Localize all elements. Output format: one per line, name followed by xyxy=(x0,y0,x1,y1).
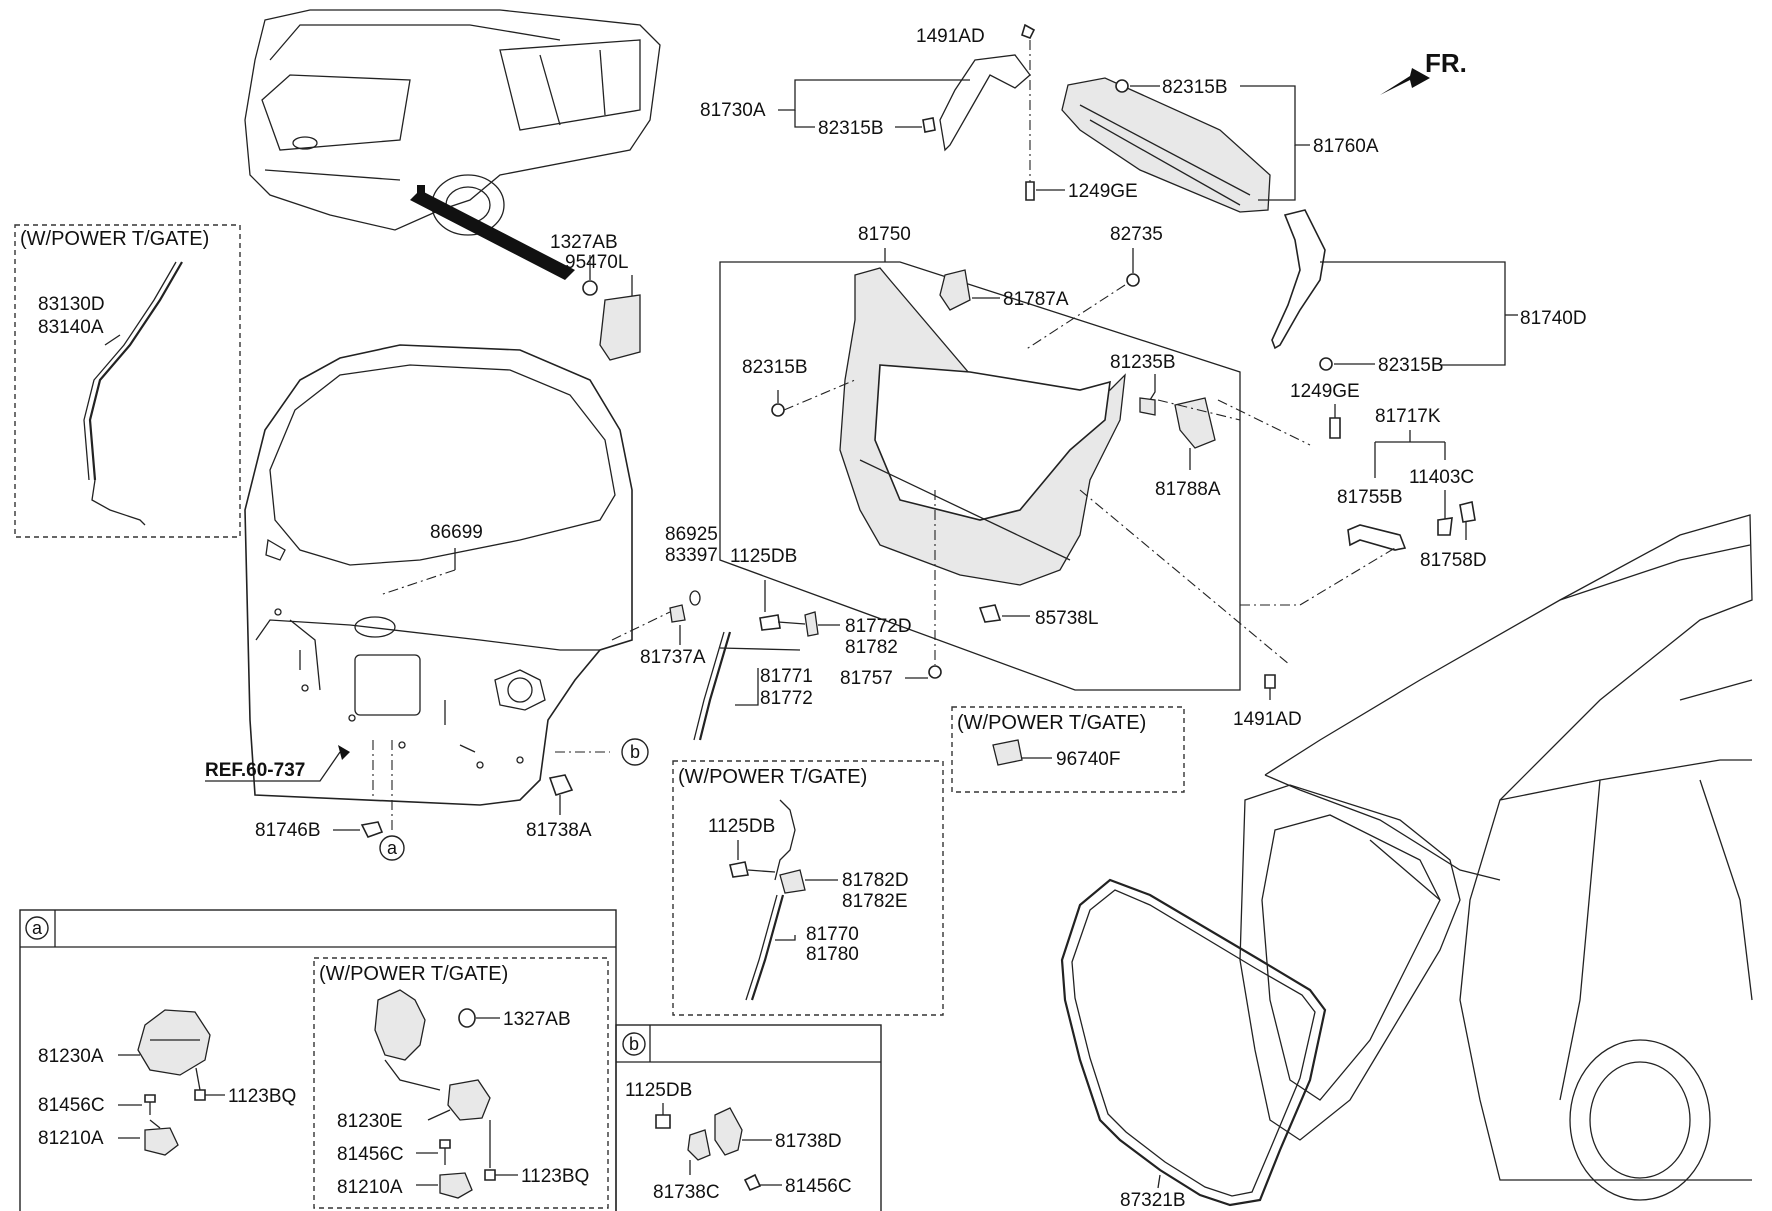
tailgate-shell xyxy=(244,344,633,806)
part-number-label: 82315B xyxy=(742,357,808,378)
power-tailgate-box-1: (W/POWER T/GATE) 83130D 83140A xyxy=(14,224,241,538)
vehicle-rear-open-illustration: 87321B xyxy=(1060,514,1753,1211)
power-tailgate-box-4: (W/POWER T/GATE) 1327AB 81230E 81456C 81… xyxy=(313,957,609,1209)
part-number-label: 83397 xyxy=(665,545,718,566)
panel-tag: a xyxy=(32,918,43,938)
gas-strut-group: 1125DB 81772D 81782 81771 81772 xyxy=(693,546,912,741)
reference-callout: REF.60-737 81746B a b 81738A xyxy=(205,738,649,861)
part-number-label: 81210A xyxy=(337,1177,403,1198)
upper-trim-group: 82315B 81760A xyxy=(1061,77,1379,213)
pillar-trim-upper-group: 1491AD 81730A 82315B 1249GE xyxy=(700,23,1138,202)
part-number-label: 81738D xyxy=(775,1131,842,1152)
part-number-label: 85738L xyxy=(1035,608,1098,629)
part-number-label: 81772D xyxy=(845,616,912,637)
callout-label: b xyxy=(630,742,640,762)
part-number-label: 81456C xyxy=(785,1176,852,1197)
part-number-label: 83140A xyxy=(38,317,104,338)
part-number-label: 81235B xyxy=(1110,352,1176,373)
part-number-label: 81210A xyxy=(38,1128,104,1149)
part-number-label: 81750 xyxy=(858,224,911,245)
part-number-label: 81230E xyxy=(337,1111,403,1132)
part-number-label: 96740F xyxy=(1056,749,1120,770)
part-number-label: 81782E xyxy=(842,891,908,912)
tailgate-trim-group: 81750 82315B 82735 81787A 81235B 81788A … xyxy=(719,224,1311,730)
part-number-label: 81738C xyxy=(653,1182,720,1203)
part-number-label: 86925 xyxy=(665,524,718,545)
part-number-label: 81755B xyxy=(1337,487,1403,508)
part-number-label: 81760A xyxy=(1313,136,1379,157)
tailgate-module-group: 1327AB 95470L xyxy=(550,232,641,361)
part-number-label: 1491AD xyxy=(916,26,985,47)
part-number-label: 11403C xyxy=(1409,467,1474,488)
part-number-label: 81746B xyxy=(255,820,321,841)
part-number-label: 81782 xyxy=(845,637,898,658)
part-number-label: 82315B xyxy=(1162,77,1228,98)
front-direction-indicator: FR. xyxy=(1380,48,1467,95)
panel-tag: b xyxy=(629,1034,639,1054)
part-number-label: 81782D xyxy=(842,870,909,891)
part-number-label: 1125DB xyxy=(730,546,797,567)
part-number-label: 1327AB xyxy=(550,232,618,253)
part-86699: 86699 xyxy=(379,522,483,596)
part-number-label: 1249GE xyxy=(1290,381,1360,402)
part-number-label: 81737A xyxy=(640,647,706,668)
part-number-label: 81456C xyxy=(38,1095,105,1116)
part-number-label: 87321B xyxy=(1120,1190,1186,1211)
part-number-label: 1123BQ xyxy=(521,1166,589,1187)
part-number-label: 95470L xyxy=(565,252,628,273)
part-number-label: 81787A xyxy=(1003,289,1069,310)
part-number-label: 81230A xyxy=(38,1046,104,1067)
bumper-stop-group: 86925 83397 81737A xyxy=(611,524,718,668)
part-number-label: 81770 xyxy=(806,924,859,945)
power-tailgate-box-2: (W/POWER T/GATE) 96740F xyxy=(951,706,1185,793)
callout-label: a xyxy=(387,838,398,858)
vehicle-rear-view-illustration xyxy=(244,9,661,280)
part-number-label: 81757 xyxy=(840,668,893,689)
pillar-trim-right-group: 81740D 82315B xyxy=(1271,209,1587,376)
box-title: (W/POWER T/GATE) xyxy=(957,712,1146,734)
handle-group: 1249GE 81717K 11403C 81755B 81758D xyxy=(1240,381,1487,606)
part-number-label: 81456C xyxy=(337,1144,404,1165)
part-number-label: 81730A xyxy=(700,100,766,121)
part-number-label: 1327AB xyxy=(503,1009,571,1030)
callout-circle-b xyxy=(621,738,649,766)
part-number-label: 81771 xyxy=(760,666,813,687)
power-tailgate-box-3: (W/POWER T/GATE) 1125DB 81782D 81782E 81… xyxy=(672,760,944,1016)
part-number-label: 81738A xyxy=(526,820,592,841)
part-number-label: 82315B xyxy=(1378,355,1444,376)
part-number-label: 81740D xyxy=(1520,308,1587,329)
reference-label: REF.60-737 xyxy=(205,760,305,781)
part-number-label: 1125DB xyxy=(625,1080,692,1101)
bracket-detail-panel-b: b 1125DB 81738D 81738C 81456C xyxy=(615,1024,882,1211)
part-number-label: 1123BQ xyxy=(228,1086,296,1107)
callout-circle-a xyxy=(379,835,405,861)
box-title: (W/POWER T/GATE) xyxy=(20,228,209,250)
part-number-label: 81758D xyxy=(1420,550,1487,571)
part-number-label: 1125DB xyxy=(708,816,775,837)
part-number-label: 81772 xyxy=(760,688,813,709)
part-number-label: 86699 xyxy=(430,522,483,543)
part-number-label: 81717K xyxy=(1375,406,1441,427)
box-title: (W/POWER T/GATE) xyxy=(678,766,867,788)
part-number-label: 82735 xyxy=(1110,224,1163,245)
part-number-label: 82315B xyxy=(818,118,884,139)
front-direction-label: FR. xyxy=(1425,48,1467,78)
part-number-label: 81788A xyxy=(1155,479,1221,500)
part-number-label: 1491AD xyxy=(1233,709,1302,730)
part-number-label: 1249GE xyxy=(1068,181,1138,202)
part-number-label: 83130D xyxy=(38,294,105,315)
part-number-label: 81780 xyxy=(806,944,859,965)
box-title: (W/POWER T/GATE) xyxy=(319,963,508,985)
